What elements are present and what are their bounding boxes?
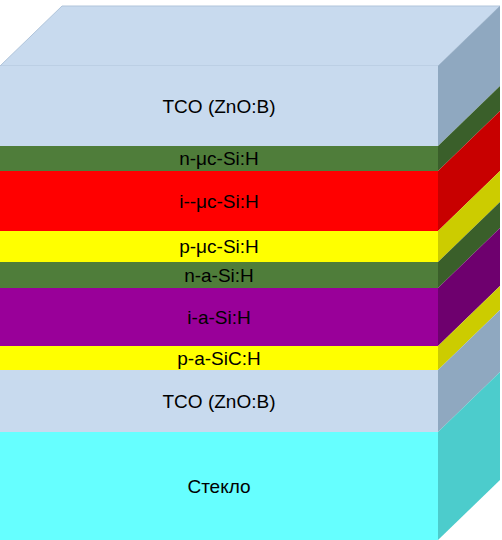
layer-label: i--μc-Si:H bbox=[179, 192, 259, 211]
layer-band: p-μc-Si:H bbox=[0, 231, 438, 262]
layer-label: TCO (ZnO:B) bbox=[163, 97, 276, 116]
top-face bbox=[0, 6, 500, 66]
layer-label: Стекло bbox=[187, 477, 250, 496]
layer-band: n-μc-Si:H bbox=[0, 146, 438, 171]
layer-band: Стекло bbox=[0, 432, 438, 540]
side-face bbox=[438, 6, 500, 540]
layer-band: TCO (ZnO:B) bbox=[0, 66, 438, 146]
layer-label: n-μc-Si:H bbox=[179, 149, 259, 168]
layer-band: n-a-Si:H bbox=[0, 262, 438, 288]
layer-band: i--μc-Si:H bbox=[0, 171, 438, 231]
layer-label: p-μc-Si:H bbox=[179, 237, 259, 256]
layer-label: p-a-SiC:H bbox=[177, 349, 260, 368]
layer-label: TCO (ZnO:B) bbox=[163, 392, 276, 411]
layer-band: p-a-SiC:H bbox=[0, 346, 438, 370]
layer-band: TCO (ZnO:B) bbox=[0, 370, 438, 432]
layer-label: n-a-Si:H bbox=[184, 266, 254, 285]
layer-label: i-a-Si:H bbox=[187, 308, 250, 327]
layer-side bbox=[438, 372, 500, 540]
layer-band: i-a-Si:H bbox=[0, 288, 438, 346]
